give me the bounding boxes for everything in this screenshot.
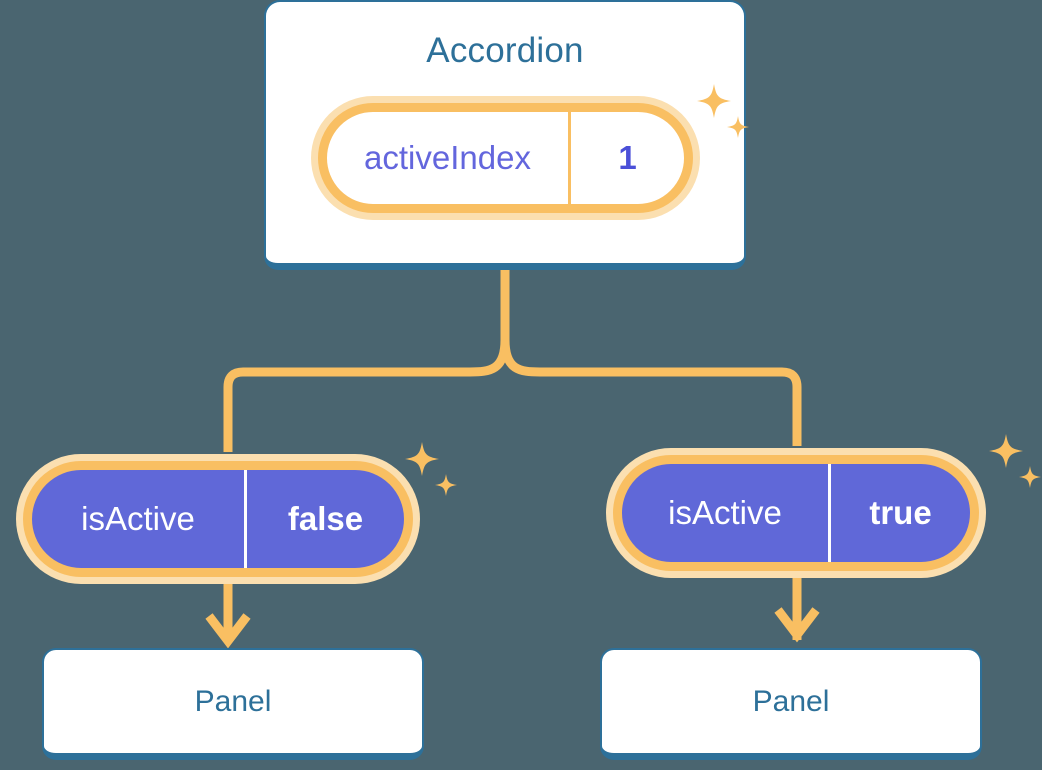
prop-badge-value-left: false [287,500,364,537]
panel-component-card-right[interactable]: Panel [600,648,982,760]
panel-title-right: Panel [752,684,830,718]
panel-component-card-left[interactable]: Panel [42,648,424,760]
prop-badge-body-right: isActive true [613,455,979,571]
prop-badge-body-left: isActive false [23,461,413,577]
state-badge-body: activeIndex 1 [318,103,693,213]
connector-branch-right [500,339,802,446]
prop-badge-value-right: true [869,494,932,531]
arrow-down-icon-right [774,607,820,643]
state-badge-key: activeIndex [327,112,571,204]
prop-badge-is-active-false[interactable]: isActive false [16,454,420,584]
prop-badge-is-active-true[interactable]: isActive true [606,448,986,578]
panel-title-left: Panel [194,684,272,718]
prop-badge-key-right: isActive [622,464,831,562]
prop-badge-key-left: isActive [32,470,247,568]
state-badge-value: 1 [618,139,637,176]
arrow-down-icon-left [205,613,251,649]
state-badge-active-index[interactable]: activeIndex 1 [311,96,700,220]
connector-branch-left [223,339,510,452]
accordion-title: Accordion [426,31,584,70]
